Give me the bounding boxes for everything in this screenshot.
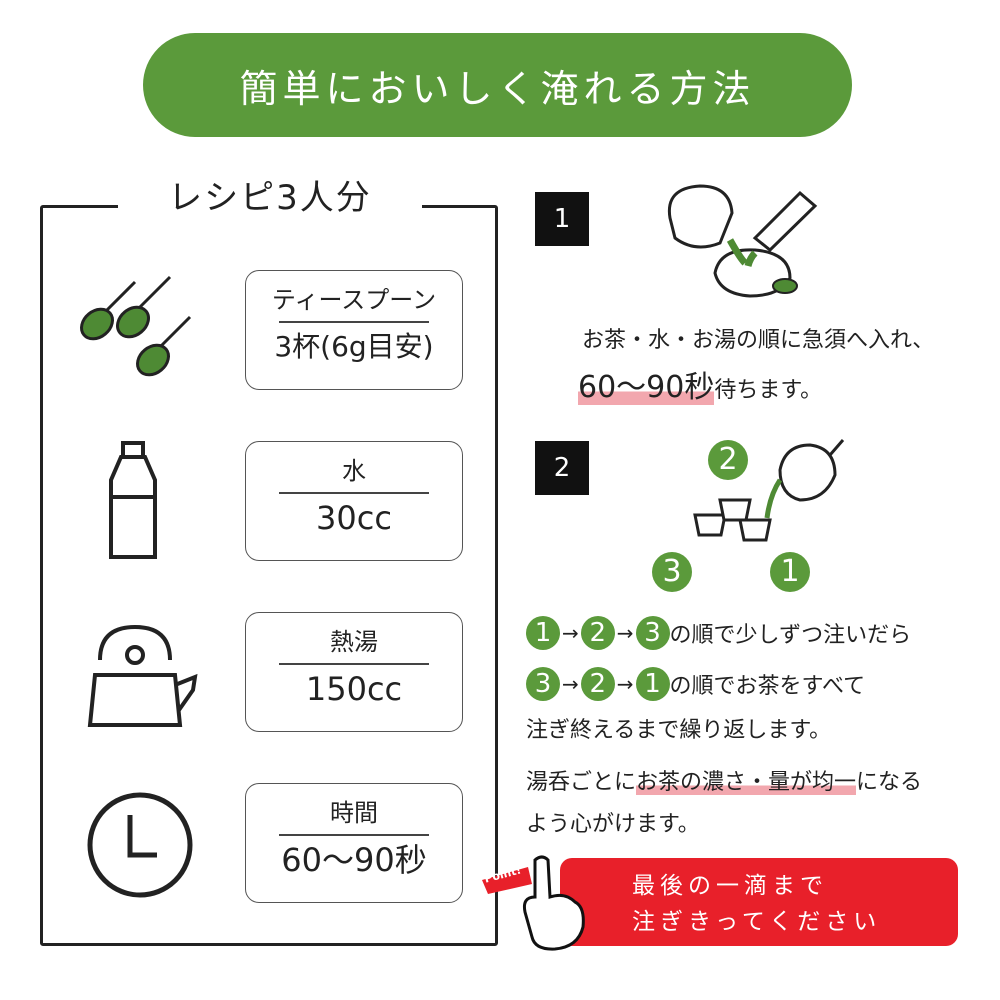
cup-label-1: 1 — [770, 552, 810, 592]
seq-text: の順でお茶をすべて — [669, 674, 866, 699]
cup-label-3: 3 — [652, 552, 692, 592]
seq-number: 3 — [526, 667, 560, 701]
clock-icon — [87, 792, 193, 898]
ingredient-value: 30cc — [316, 498, 392, 537]
ingredient-label: 熱湯 — [330, 628, 378, 656]
ingredient-card-teaspoon: ティースプーン 3杯(6g目安) — [245, 270, 463, 390]
point-line2: 注ぎきってください — [632, 909, 882, 935]
ingredient-card-water: 水 30cc — [245, 441, 463, 561]
teapot-pouring-illustration — [667, 184, 818, 298]
step-2-note: 湯呑ごとにお茶の濃さ・量が均一になる — [526, 764, 922, 796]
seq-number: 1 — [635, 667, 670, 701]
point-line1: 最後の一滴まで — [632, 873, 828, 899]
ingredient-label: 時間 — [330, 799, 378, 827]
water-bottle-icon — [109, 441, 157, 559]
arrow: → — [616, 621, 634, 645]
step-1-highlight: 60〜90秒 — [578, 370, 715, 405]
divider — [279, 492, 429, 494]
ingredient-value: 60〜90秒 — [281, 840, 427, 879]
seq-number: 2 — [580, 616, 615, 650]
divider — [279, 663, 429, 665]
step-2-line3: 注ぎ終えるまで繰り返します。 — [526, 718, 832, 743]
tea-spoons-icon — [80, 275, 192, 377]
arrow: → — [616, 672, 634, 696]
step-1-text-rest: 待ちます。 — [714, 378, 823, 403]
page-title-text: 簡単においしく淹れる方法 — [239, 66, 756, 111]
step-1-text-line2: 60〜90秒待ちます。 — [578, 362, 822, 406]
ingredient-label: 水 — [342, 457, 366, 485]
seq-number: 3 — [635, 616, 670, 650]
seq-number: 1 — [526, 616, 560, 650]
point-banner: 最後の一滴まで 注ぎきってください — [560, 858, 958, 946]
pouring-cups-illustration — [693, 439, 845, 542]
ingredient-card-time: 時間 60〜90秒 — [245, 783, 463, 903]
cup-label-2: 2 — [708, 440, 748, 480]
seq-number: 2 — [580, 667, 615, 701]
step-1-badge: 1 — [535, 192, 589, 246]
kettle-icon — [87, 624, 198, 727]
ingredient-value: 150cc — [305, 669, 403, 708]
ingredient-label: ティースプーン — [271, 286, 437, 314]
ingredient-card-hot-water: 熱湯 150cc — [245, 612, 463, 732]
pointing-hand-icon — [482, 855, 585, 951]
divider — [279, 321, 429, 323]
ingredient-value: 3杯(6g目安) — [274, 329, 434, 363]
recipe-title: レシピ3人分 — [118, 172, 422, 224]
note-post: になる — [856, 770, 923, 795]
step-2-badge: 2 — [535, 441, 589, 495]
seq-text: の順で少しずつ注いだら — [669, 623, 912, 648]
arrow: → — [562, 672, 579, 696]
divider — [279, 834, 429, 836]
arrow: → — [562, 621, 579, 645]
step-2-note-line2: よう心がけます。 — [526, 812, 700, 837]
note-highlight: お茶の濃さ・量が均一 — [636, 770, 857, 795]
step-1-text-line1: お茶・水・お湯の順に急須へ入れ、 — [582, 328, 935, 353]
page-title: 簡単においしく淹れる方法 — [143, 33, 852, 137]
note-pre: 湯呑ごとに — [526, 770, 637, 795]
